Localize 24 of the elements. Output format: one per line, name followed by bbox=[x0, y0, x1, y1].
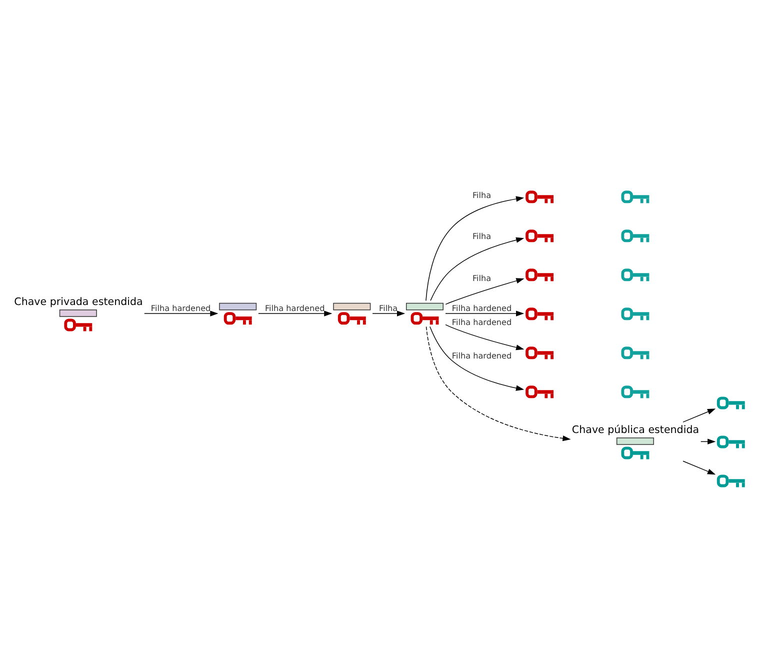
arrow bbox=[430, 326, 524, 391]
edge-label: Filha bbox=[472, 273, 492, 284]
edge-label: Filha hardened bbox=[452, 303, 512, 314]
arrow bbox=[445, 324, 524, 350]
edge-label: Filha bbox=[472, 231, 492, 242]
arrow bbox=[144, 310, 218, 316]
arrow bbox=[445, 278, 524, 305]
arrow bbox=[426, 326, 571, 442]
arrow bbox=[445, 310, 524, 316]
edge-label: Filha hardened bbox=[452, 317, 512, 328]
arrow bbox=[426, 196, 524, 302]
arrow bbox=[372, 310, 406, 316]
edge-label: Filha hardened bbox=[265, 303, 325, 314]
arrow bbox=[700, 438, 716, 444]
arrow bbox=[682, 408, 716, 422]
edge-label: Filha bbox=[379, 303, 398, 314]
node-label: Chave privada estendida bbox=[14, 296, 143, 308]
arrow bbox=[258, 310, 332, 316]
edge-label: Filha hardened bbox=[452, 350, 512, 360]
edge-label: Filha hardened bbox=[150, 303, 211, 314]
node-label: Chave pública estendida bbox=[572, 424, 700, 436]
edge-label: Filha bbox=[472, 190, 492, 200]
arrow bbox=[682, 460, 716, 475]
arrow bbox=[430, 237, 524, 301]
